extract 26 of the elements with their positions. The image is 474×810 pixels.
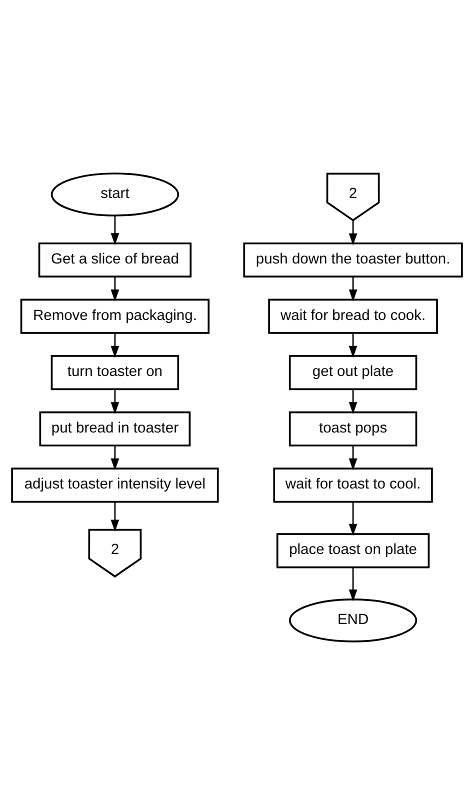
node-box: get out plate	[288, 355, 418, 390]
arrow	[348, 446, 358, 470]
arrow	[348, 389, 358, 414]
arrow	[348, 502, 358, 536]
node-box: push down the toaster button.	[243, 242, 463, 278]
node-ellipse: start	[50, 172, 180, 216]
node-ellipse: END	[288, 598, 418, 642]
arrow	[110, 216, 120, 246]
arrow	[348, 276, 358, 302]
arrow	[348, 220, 358, 246]
node-box: put bread in toaster	[39, 411, 191, 446]
arrow	[110, 502, 120, 532]
arrow	[110, 276, 120, 302]
node-box: turn toaster on	[50, 355, 180, 390]
arrow	[110, 446, 120, 470]
node-box: toast pops	[288, 411, 418, 446]
arrow	[110, 332, 120, 358]
node-box: wait for bread to cook.	[268, 298, 438, 334]
node-box: place toast on plate	[276, 533, 430, 568]
node-box: wait for toast to cool.	[273, 468, 433, 503]
node-box: adjust toaster intensity level	[11, 468, 219, 503]
arrow	[348, 332, 358, 358]
node-box: Remove from packaging.	[20, 298, 210, 334]
node-box: Get a slice of bread	[38, 242, 192, 278]
arrow	[110, 389, 120, 414]
arrow	[348, 567, 358, 602]
